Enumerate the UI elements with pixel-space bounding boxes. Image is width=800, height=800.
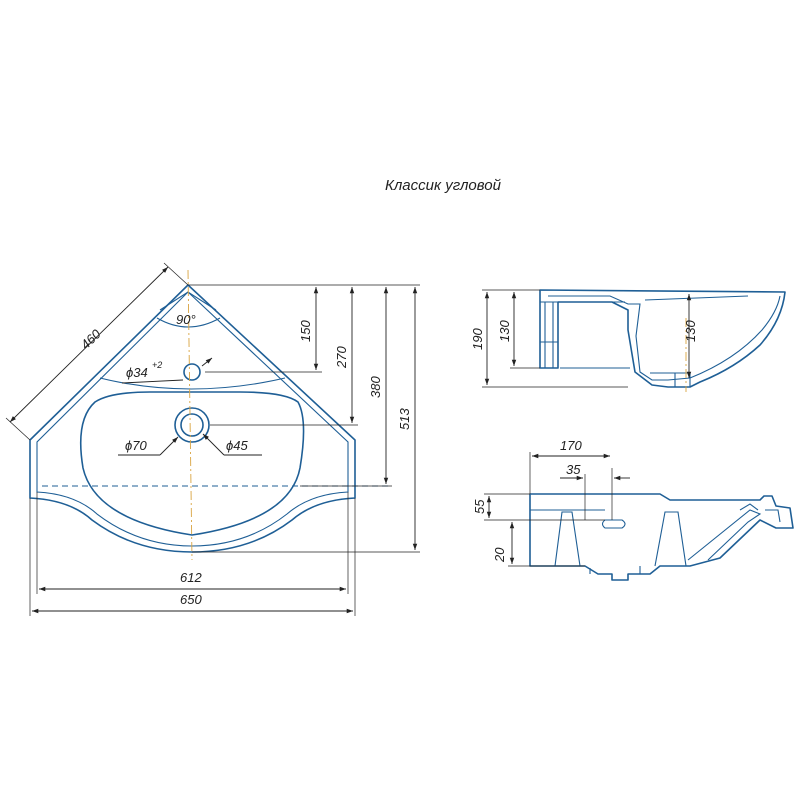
dim-170: 170	[560, 438, 582, 453]
dim-130-left: 130	[497, 320, 512, 342]
drawing-title: Классик угловой	[385, 177, 502, 194]
dim-270: 270	[334, 346, 349, 369]
overflow-slot	[601, 519, 626, 529]
dim-190: 190	[470, 328, 485, 350]
dim-20: 20	[492, 547, 507, 563]
side-section-inner	[548, 295, 781, 381]
rear-outer	[529, 493, 794, 581]
dim-150: 150	[298, 320, 313, 342]
drain-inner	[180, 413, 204, 437]
dim-460: 460	[78, 326, 105, 352]
dim-55: 55	[472, 499, 487, 514]
dim-line-460	[9, 266, 169, 423]
bowl-contour	[79, 391, 305, 536]
side-section-outer	[539, 289, 786, 388]
plan-centerline	[187, 269, 193, 561]
plan-view: 460 90° 150 270 380 513 ϕ34 +2 ϕ70 ϕ45	[5, 262, 420, 616]
dim-513: 513	[397, 408, 412, 430]
dim-drain-inner: ϕ45	[226, 438, 248, 453]
dim-35: 35	[566, 462, 581, 477]
dim-angle: 90°	[176, 312, 196, 327]
dim-drain-outer: ϕ70	[125, 438, 147, 453]
dim-612: 612	[180, 570, 202, 585]
tap-hole	[183, 363, 201, 381]
rear-leg-right	[654, 511, 687, 567]
dim-650: 650	[180, 592, 202, 607]
rear-leg-left	[554, 511, 581, 567]
dim-130-right: 130	[683, 320, 698, 342]
dim-380: 380	[368, 376, 383, 398]
dim-tap-hole: ϕ34	[126, 365, 148, 380]
dim-tap-hole-tolerance: +2	[152, 360, 162, 370]
side-section-view: 190 130 130	[470, 289, 786, 392]
rear-view: 170 35 55 20	[472, 438, 794, 581]
drain-outer	[174, 407, 210, 443]
